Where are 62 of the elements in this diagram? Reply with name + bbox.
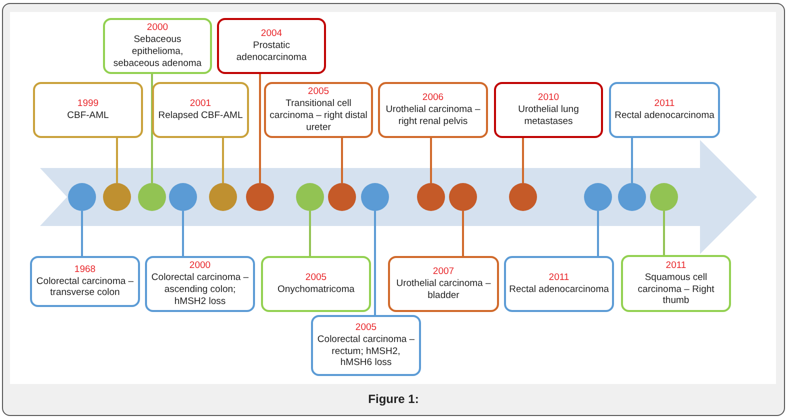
year-label: 2011 bbox=[666, 260, 686, 272]
year-label: 2006 bbox=[422, 92, 444, 104]
year-label: 2011 bbox=[654, 98, 675, 110]
event-box bbox=[152, 82, 249, 138]
event-box bbox=[504, 256, 614, 312]
year-label: 1968 bbox=[74, 264, 96, 276]
case-description: Urothelial lung metastases bbox=[517, 104, 580, 128]
event-box bbox=[494, 82, 603, 138]
event-box bbox=[378, 82, 488, 138]
year-label: 2011 bbox=[548, 272, 570, 284]
case-description: Urothelial carcinoma – bladder bbox=[395, 278, 492, 302]
year-label: 2005 bbox=[308, 86, 330, 98]
event-box bbox=[30, 256, 140, 307]
case-description: Rectal adenocarcinoma bbox=[614, 110, 714, 122]
connector-line bbox=[430, 137, 432, 183]
event-box bbox=[609, 82, 720, 138]
case-description: Onychomatricoma bbox=[277, 284, 355, 296]
connector-line bbox=[522, 137, 524, 183]
connector-line bbox=[374, 211, 376, 316]
case-description: Colorectal carcinoma – ascending colon; hMSH2 loss bbox=[150, 272, 250, 308]
case-description: Sebaceous epithelioma, sebaceous adenoma bbox=[112, 34, 203, 70]
case-description: Squamous cell carcinoma – Right thumb bbox=[636, 272, 716, 308]
event-box bbox=[103, 18, 212, 74]
year-label: 2010 bbox=[538, 92, 560, 104]
event-box bbox=[33, 82, 143, 138]
event-box bbox=[388, 256, 499, 312]
connector-line bbox=[462, 211, 464, 257]
case-description: Urothelial carcinoma – right renal pelvis bbox=[384, 104, 482, 128]
year-label: 2007 bbox=[432, 266, 454, 278]
year-label: 1999 bbox=[77, 98, 99, 110]
figure-caption: Figure 1: bbox=[368, 392, 419, 406]
case-description: Transitional cell carcinoma – right distal ureter bbox=[269, 98, 368, 134]
connector-line bbox=[259, 73, 261, 183]
connector-line bbox=[597, 211, 599, 257]
year-label: 2000 bbox=[146, 22, 168, 34]
connector-line bbox=[631, 137, 633, 183]
timeline-arrow bbox=[40, 140, 757, 254]
connector-line bbox=[182, 211, 184, 257]
connector-line bbox=[81, 211, 83, 257]
connector-line bbox=[116, 137, 118, 183]
year-label: 2004 bbox=[260, 28, 282, 40]
case-description: Prostatic adenocarcinoma bbox=[235, 40, 308, 64]
connector-line bbox=[309, 211, 311, 257]
year-label: 2000 bbox=[189, 260, 211, 272]
case-description: Relapsed CBF-AML bbox=[158, 110, 243, 122]
case-description: Colorectal carcinoma – transverse colon bbox=[35, 276, 135, 300]
event-box bbox=[264, 82, 373, 138]
case-description: CBF-AML bbox=[67, 110, 109, 122]
year-label: 2001 bbox=[190, 98, 212, 110]
connector-line bbox=[341, 137, 343, 183]
event-box bbox=[311, 315, 421, 376]
event-box bbox=[261, 256, 371, 312]
case-description: Rectal adenocarcinoma bbox=[509, 284, 609, 296]
event-box bbox=[217, 18, 326, 74]
connector-line bbox=[222, 137, 224, 183]
event-box bbox=[621, 255, 731, 312]
connector-line bbox=[663, 211, 665, 256]
year-label: 2005 bbox=[355, 322, 377, 334]
year-label: 2005 bbox=[305, 272, 327, 284]
event-box bbox=[145, 256, 255, 312]
case-description: Colorectal carcinoma – rectum; hMSH2, hMSH6 loss bbox=[316, 334, 416, 370]
connector-line bbox=[151, 73, 153, 183]
